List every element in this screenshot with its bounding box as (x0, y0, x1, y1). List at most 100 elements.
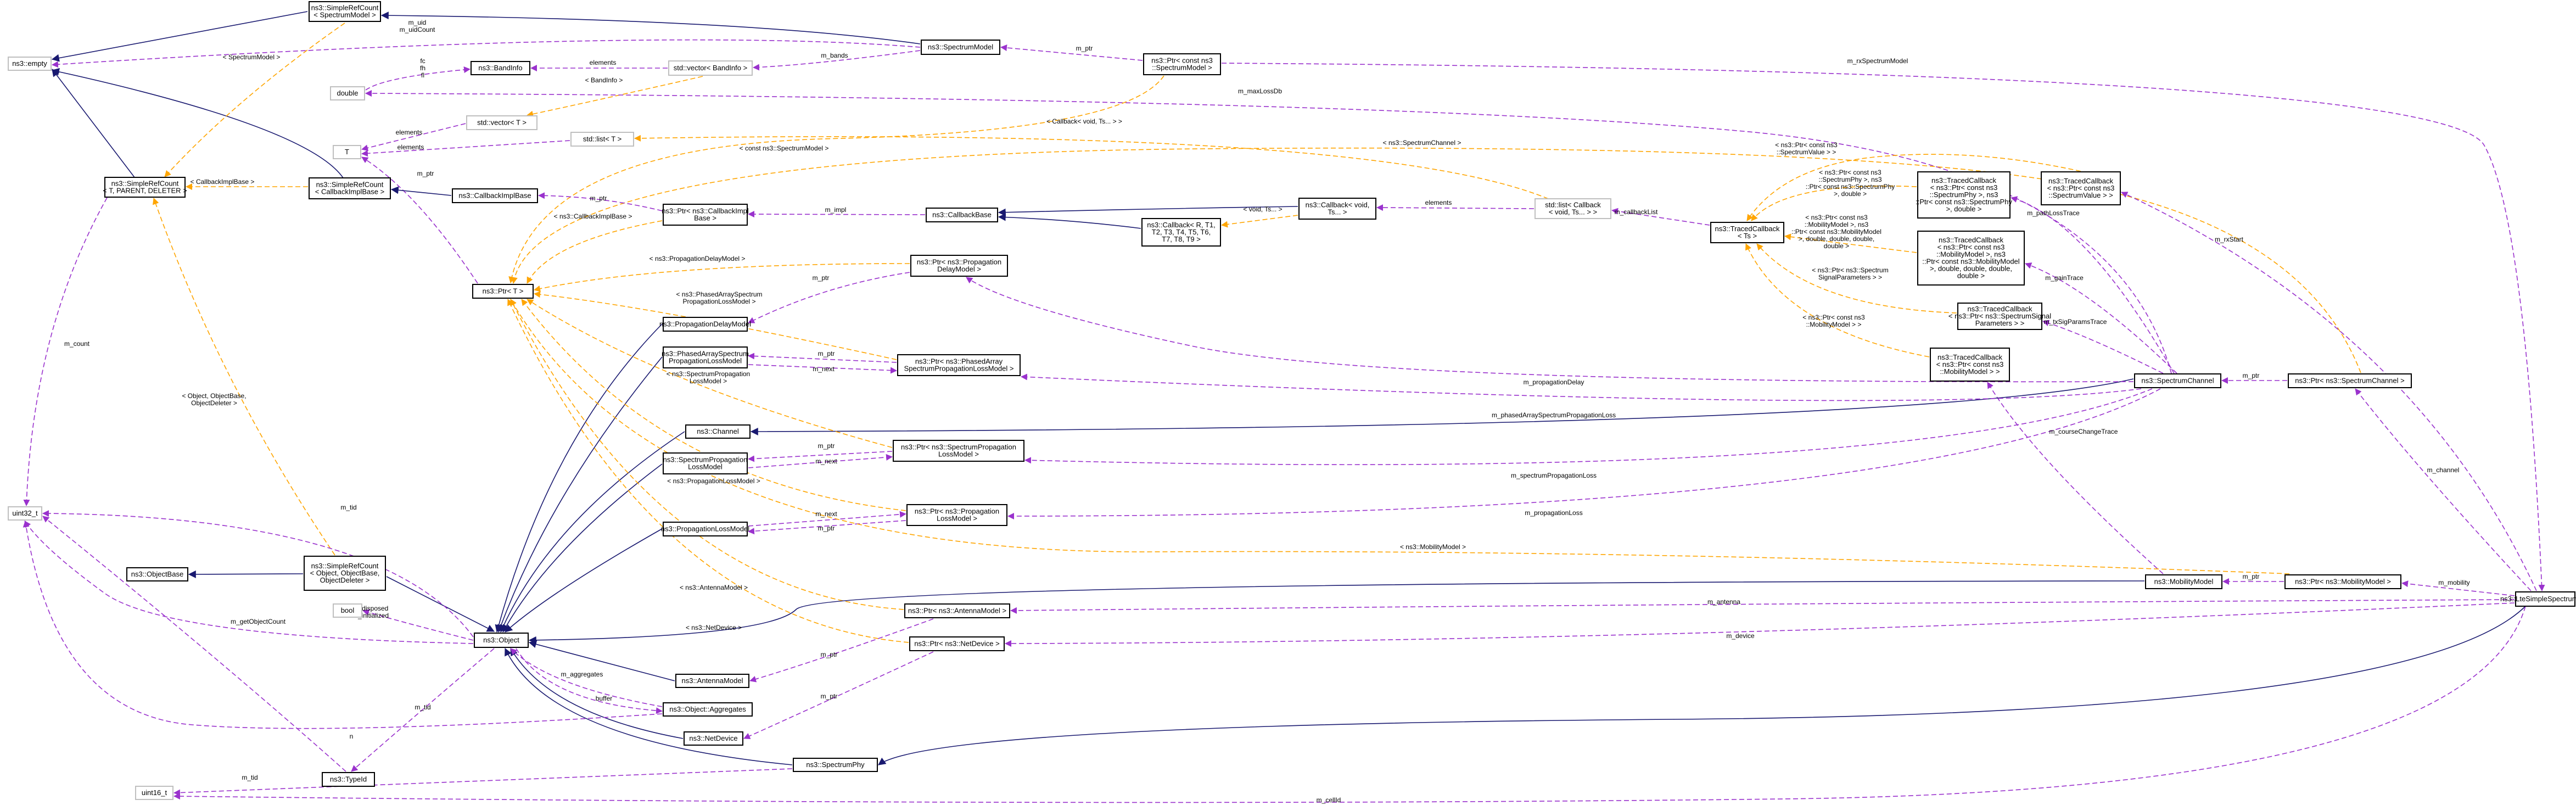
edge-tracedcallback-mobilitymodel-to-tracedcallback-ts (1745, 243, 1930, 357)
class-node-label: ns3::ObjectBase (131, 570, 183, 578)
edge-label-m-rxstart: m_rxStart (2215, 236, 2244, 243)
edge-label-const-spectrummodel-tpl: < const ns3::SpectrumModel > (740, 144, 829, 152)
edge-label-m-coursechangetrace: m_courseChangeTrace (2049, 428, 2118, 435)
class-node-label: ns3::TypeId (330, 775, 367, 784)
edge-mobilitymodel-to-object (528, 580, 2145, 644)
class-node-bool[interactable]: bool (333, 603, 362, 618)
class-node-ptr-t[interactable]: ns3::Ptr< T > (472, 284, 534, 299)
edge-label-elements-vector: elements (396, 128, 423, 136)
edge-callback-void-ts-to-callback-r-t1-t9 (1221, 215, 1298, 228)
class-node-uint32-t[interactable]: uint32_t (8, 506, 42, 521)
edge-propagationlossmodel-to-ptr-propagationlossmodel (748, 511, 906, 527)
class-node-simplerefcount-t-parent-deleter[interactable]: ns3::SimpleRefCount< T, PARENT, DELETER … (103, 177, 187, 198)
class-node-label: ns3::empty (12, 59, 47, 68)
edges (23, 11, 2545, 803)
class-node-tracedcallback-mobility-doubles[interactable]: ns3::TracedCallback< ns3::Ptr< const ns3… (1917, 231, 2025, 286)
edge-label-ptr-spectrumphy-tpl: < ns3::Ptr< const ns3::SpectrumPhy >, ns… (1806, 169, 1895, 198)
class-node-label: bool (341, 606, 355, 614)
class-node-typeid[interactable]: ns3::TypeId (322, 772, 375, 787)
edge-ptr-const-spectrummodel-to-ltesimplespectrumphy (1221, 63, 2545, 591)
class-node-spectrumphy[interactable]: ns3::SpectrumPhy (793, 758, 878, 772)
edge-spectrummodel-to-simplerefcount-spectrummodel (380, 12, 921, 44)
class-node-double[interactable]: double (330, 86, 365, 100)
class-node-label: ns3::Object::Aggregates (669, 705, 746, 713)
class-node-label: ns3::SimpleRefCount< Object, ObjectBase,… (310, 562, 380, 584)
class-node-label: ns3::PropagationLossModel (661, 525, 749, 533)
class-node-t[interactable]: T (333, 145, 361, 159)
class-node-spectrumchannel[interactable]: ns3::SpectrumChannel (2134, 373, 2221, 388)
class-node-std-vector-t[interactable]: std::vector< T > (466, 115, 537, 130)
edge-label-m-propagationdelay: m_propagationDelay (1524, 378, 1584, 386)
edge-label-callbackimplbase-tpl: < CallbackImplBase > (191, 178, 255, 186)
class-node-propagationlossmodel[interactable]: ns3::PropagationLossModel (661, 522, 749, 536)
class-node-label: ns3::TracedCallback< Ts > (1715, 225, 1780, 240)
class-node-ptr-const-spectrummodel[interactable]: ns3::Ptr< const ns3::SpectrumModel > (1143, 53, 1221, 75)
class-node-spectrummodel[interactable]: ns3::SpectrumModel (921, 40, 1000, 55)
edge-ltesimplespectrumphy-to-ptr-spectrumchannel (2355, 388, 2532, 591)
class-node-netdevice[interactable]: ns3::NetDevice (684, 731, 743, 746)
class-node-antennamodel[interactable]: ns3::AntennaModel (675, 674, 749, 688)
class-node-object-aggregates[interactable]: ns3::Object::Aggregates (663, 702, 753, 717)
class-node-mobilitymodel[interactable]: ns3::MobilityModel (2145, 574, 2222, 589)
edge-propagationlossmodel-to-object (505, 528, 663, 633)
edge-spectrumchannel-to-channel (750, 378, 2134, 435)
class-node-callback-void-ts[interactable]: ns3::Callback< void,Ts... > (1298, 198, 1376, 220)
class-node-ptr-mobilitymodel[interactable]: ns3::Ptr< ns3::MobilityModel > (2284, 574, 2401, 589)
class-node-tracedcallback-spectrumsignalparameters[interactable]: ns3::TracedCallback< ns3::Ptr< ns3::Spec… (1948, 303, 2051, 330)
class-node-label: std::list< Callback< void, Ts... > > (1545, 201, 1601, 216)
class-node-object[interactable]: ns3::Object (474, 633, 529, 648)
class-node-simplerefcount-object[interactable]: ns3::SimpleRefCount< Object, ObjectBase,… (304, 556, 386, 591)
edge-spectrumchannel-to-ptr-spectrumpropagationlossmodel (1024, 388, 2153, 466)
class-node-uint16-t[interactable]: uint16_t (135, 786, 173, 800)
class-node-channel[interactable]: ns3::Channel (685, 424, 751, 439)
edge-simplerefcount-t-parent-deleter-to-empty (52, 69, 135, 178)
class-node-callbackimplbase[interactable]: ns3::CallbackImplBase (452, 188, 538, 203)
class-node-simplerefcount-callbackimplbase[interactable]: ns3::SimpleRefCount< CallbackImplBase > (309, 177, 391, 199)
edge-label-m-ptr-pa: m_ptr (818, 350, 835, 357)
edge-label-elements-bandinfo: elements (590, 59, 617, 66)
class-node-ptr-spectrumchannel[interactable]: ns3::Ptr< ns3::SpectrumChannel > (2288, 373, 2412, 388)
edge-ltesimplespectrumphy-to-uint16-t (173, 606, 2526, 803)
class-node-tracedcallback-ptr-spectrumphy-double[interactable]: ns3::TracedCallback< ns3::Ptr< const ns3… (1916, 171, 2012, 219)
class-node-tracedcallback-mobilitymodel[interactable]: ns3::TracedCallback< ns3::Ptr< const ns3… (1930, 348, 2010, 382)
class-node-ptr-antennamodel[interactable]: ns3::Ptr< ns3::AntennaModel > (904, 603, 1010, 618)
edge-ptr-spectrumpropagationlossmodel-to-ptr-t (527, 299, 893, 448)
class-node-ptr-netdevice[interactable]: ns3::Ptr< ns3::NetDevice > (909, 636, 1005, 651)
class-node-label: uint32_t (12, 509, 38, 517)
class-node-ltesimplespectrumphy[interactable]: ns3::LteSimpleSpectrumPhy (2500, 591, 2576, 607)
edge-tracedcallback-spectrumsignalparameters-to-tracedcallback-ts (1756, 243, 1957, 314)
edge-spectrummodel-to-empty (52, 39, 921, 68)
edge-ltesimplespectrumphy-to-spectrumphy (878, 606, 2526, 765)
class-node-callbackbase[interactable]: ns3::CallbackBase (926, 208, 998, 222)
edge-spectrumchannel-to-ptr-propagationlossmodel (1007, 388, 2161, 519)
edge-spectrumphy-to-object (505, 647, 793, 765)
class-node-simplerefcount-spectrummodel[interactable]: ns3::SimpleRefCount< SpectrumModel > (309, 1, 381, 22)
class-node-callback-r-t1-t9[interactable]: ns3::Callback< R, T1,T2, T3, T4, T5, T6,… (1141, 218, 1221, 247)
class-node-empty[interactable]: ns3::empty (8, 57, 52, 71)
edge-label-m-impl: m_impl (825, 206, 847, 214)
edge-typeid-to-uint32-t (42, 516, 346, 772)
edge-label-m-propagationloss: m_propagationLoss (1525, 509, 1582, 517)
edge-label-spectrumchannel-tpl: < ns3::SpectrumChannel > (1383, 139, 1461, 147)
class-node-std-vector-bandinfo[interactable]: std::vector< BandInfo > (668, 60, 753, 76)
edge-spectrumchannel-to-tracedcallback-ptr-spectrumphy-double (2011, 196, 2175, 374)
class-node-label: ns3::Ptr< const ns3::SpectrumModel > (1151, 57, 1213, 72)
class-node-tracedcallback-ts[interactable]: ns3::TracedCallback< Ts > (1710, 222, 1784, 243)
edge-ptr-const-spectrummodel-to-spectrummodel (1000, 44, 1143, 61)
edge-label-buffer: buffer (596, 695, 612, 702)
class-node-objectbase[interactable]: ns3::ObjectBase (126, 567, 188, 581)
class-node-std-list-callback-void-ts[interactable]: std::list< Callback< void, Ts... > > (1535, 198, 1611, 219)
class-node-propagationdelaymodel[interactable]: ns3::PropagationDelayModel (659, 317, 751, 332)
class-node-std-list-t[interactable]: std::list< T > (570, 132, 634, 147)
edge-ptr-const-spectrummodel-to-ptr-t (508, 75, 1164, 283)
class-node-bandinfo[interactable]: ns3::BandInfo (471, 61, 530, 75)
class-node-tracedcallback-spectrumvalue[interactable]: ns3::TracedCallback< ns3::Ptr< const ns3… (2041, 171, 2121, 205)
